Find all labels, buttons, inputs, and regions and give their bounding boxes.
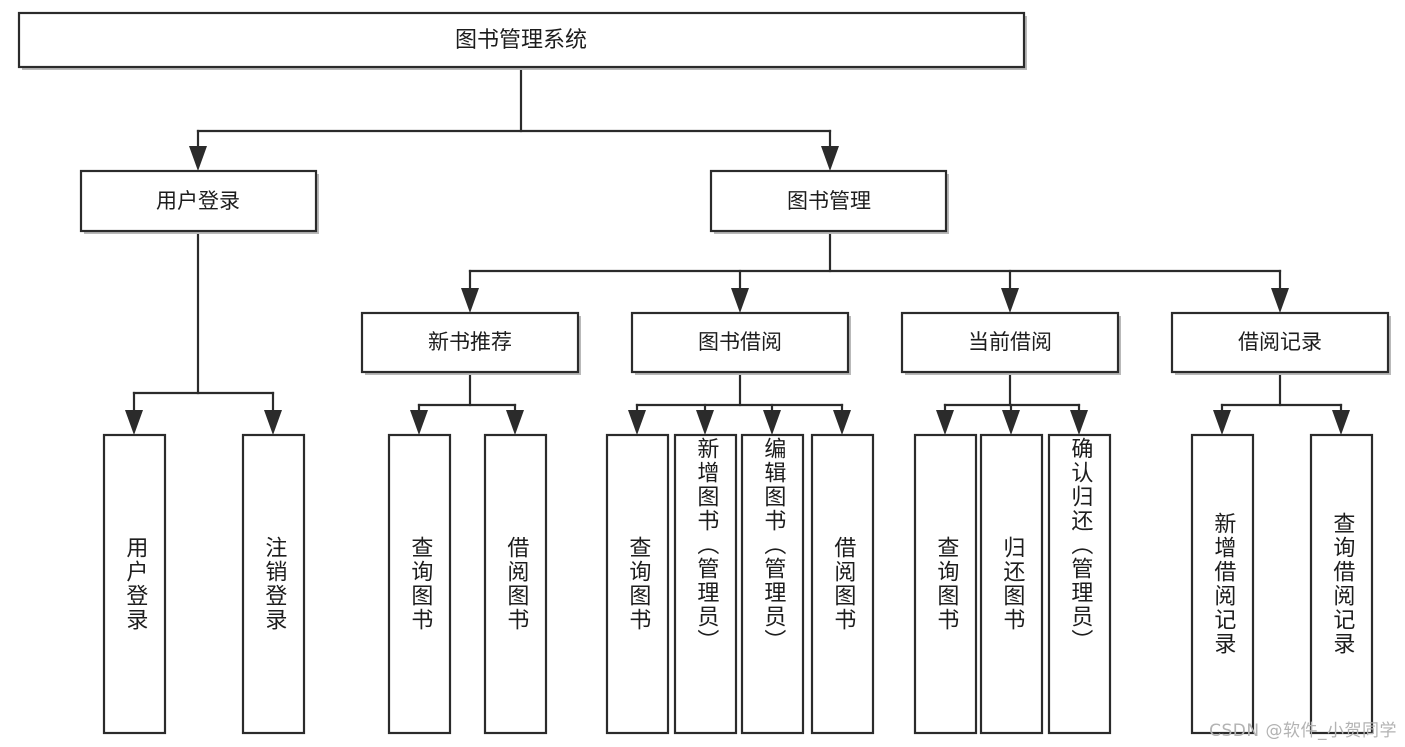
arrowhead-leaf-user-login bbox=[125, 410, 143, 435]
arrowhead-user-login bbox=[189, 146, 207, 171]
arrowhead-new-book-rec bbox=[461, 288, 479, 313]
arrowhead-leaf-borrow-book-1 bbox=[506, 410, 524, 435]
arrowhead-book-borrow bbox=[731, 288, 749, 313]
arrowhead-leaf-query-record bbox=[1332, 410, 1350, 435]
root-label: 图书管理系统 bbox=[455, 28, 587, 53]
node-new-book-rec[interactable]: 新书推荐 bbox=[360, 311, 581, 375]
user-login-box bbox=[79, 169, 318, 233]
arrowhead-leaf-add-book bbox=[696, 410, 714, 435]
leaf-borrow-book-2-box[interactable] bbox=[810, 433, 875, 735]
node-root[interactable]: 图书管理系统 bbox=[17, 11, 1027, 70]
arrowhead-borrow-record bbox=[1271, 288, 1289, 313]
leaf-query-book-3-box[interactable] bbox=[913, 433, 978, 735]
leaf-boxes bbox=[102, 433, 1374, 735]
node-borrow-record[interactable]: 借阅记录 bbox=[1170, 311, 1391, 375]
leaf-return-book-box[interactable] bbox=[979, 433, 1044, 735]
book-manage-label: 图书管理 bbox=[787, 189, 871, 213]
user-login-label: 用户登录 bbox=[156, 189, 240, 213]
leaf-edit-book-box[interactable] bbox=[740, 433, 805, 735]
book-borrow-label: 图书借阅 bbox=[698, 330, 782, 354]
arrowhead-leaf-borrow-book-2 bbox=[833, 410, 851, 435]
arrowhead-current-borrow bbox=[1001, 288, 1019, 313]
leaf-user-login-box[interactable] bbox=[102, 433, 167, 735]
leaf-query-book-1-box[interactable] bbox=[387, 433, 452, 735]
current-borrow-label: 当前借阅 bbox=[968, 330, 1052, 354]
arrowhead-leaf-confirm-return bbox=[1070, 410, 1088, 435]
node-book-borrow[interactable]: 图书借阅 bbox=[630, 311, 851, 375]
node-current-borrow[interactable]: 当前借阅 bbox=[900, 311, 1121, 375]
arrowhead-leaf-query-book-2 bbox=[628, 410, 646, 435]
leaf-add-record-box[interactable] bbox=[1190, 433, 1255, 735]
arrowhead-leaf-logout bbox=[264, 410, 282, 435]
leaf-query-book-2-box[interactable] bbox=[605, 433, 670, 735]
current-borrow-box bbox=[900, 311, 1120, 374]
arrowhead-leaf-edit-book bbox=[763, 410, 781, 435]
arrowhead-leaf-return-book bbox=[1002, 410, 1020, 435]
root-box bbox=[17, 11, 1026, 69]
arrowhead-leaf-query-book-1 bbox=[410, 410, 428, 435]
connectors bbox=[125, 65, 1350, 435]
new-book-rec-box bbox=[360, 311, 580, 374]
leaf-confirm-return-box[interactable] bbox=[1047, 433, 1112, 735]
node-book-manage[interactable]: 图书管理 bbox=[709, 169, 949, 234]
book-manage-box bbox=[709, 169, 948, 233]
arrowhead-leaf-add-record bbox=[1213, 410, 1231, 435]
borrow-record-box bbox=[1170, 311, 1390, 374]
book-borrow-box bbox=[630, 311, 850, 374]
arrowhead-leaf-query-book-3 bbox=[936, 410, 954, 435]
leaf-query-record-box[interactable] bbox=[1309, 433, 1374, 735]
leaf-logout-box[interactable] bbox=[241, 433, 306, 735]
node-user-login[interactable]: 用户登录 bbox=[79, 169, 319, 234]
arrowhead-book-manage bbox=[821, 146, 839, 171]
leaf-borrow-book-1-box[interactable] bbox=[483, 433, 548, 735]
new-book-rec-label: 新书推荐 bbox=[428, 330, 512, 354]
leaf-add-book-box[interactable] bbox=[673, 433, 738, 735]
watermark: CSDN @软件_小贺同学 bbox=[1209, 721, 1397, 741]
borrow-record-label: 借阅记录 bbox=[1238, 330, 1322, 354]
